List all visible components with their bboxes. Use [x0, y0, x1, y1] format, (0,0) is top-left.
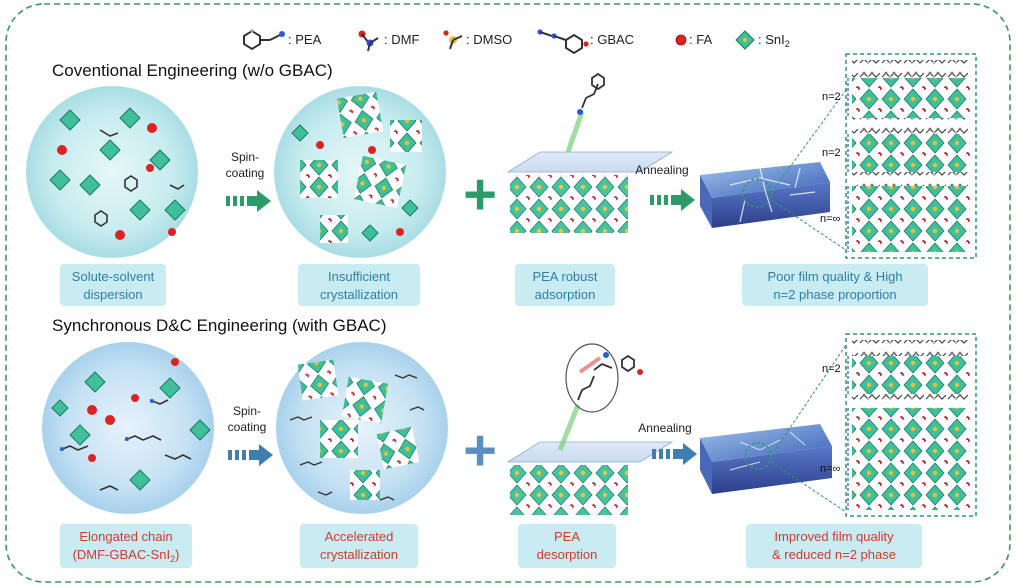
phase-structure-panel-1 [845, 53, 977, 259]
plus-sign-2: + [463, 418, 497, 483]
legend-label-dmf: : DMF [384, 32, 419, 47]
plus-sign-1: + [463, 162, 497, 227]
arrow-spin-coating-2 [228, 444, 273, 466]
caption-7-line2: desorption [537, 547, 598, 562]
poor-film-block [700, 89, 847, 251]
caption-4-line1: Poor film quality & High [767, 269, 902, 284]
caption-8-line2: & reduced n=2 phase [772, 547, 896, 562]
spin-coating-label-2b: coating [228, 420, 267, 434]
caption-1-line2: dispersion [83, 287, 142, 302]
caption-2-line1: Insufficient [328, 269, 390, 284]
elongated-chain-circle [42, 342, 214, 514]
accelerated-crystallization-circle [276, 342, 448, 514]
solute-solvent-circle [26, 86, 198, 258]
dmf-molecule-icon [358, 30, 379, 52]
arrow-annealing-2 [652, 443, 697, 465]
caption-3-line2: adsorption [535, 287, 596, 302]
fa-cation-icon [675, 34, 687, 46]
legend-label-dmso: : DMSO [466, 32, 512, 47]
caption-8-line1: Improved film quality [774, 529, 894, 544]
caption-6-line1: Accelerated [325, 529, 394, 544]
arrow-spin-coating-1 [226, 190, 271, 212]
phase-label-2a: n=2 [822, 363, 841, 375]
caption-2-line2: crystallization [320, 287, 398, 302]
phase-label-1a: n=2 [822, 91, 841, 103]
annealing-label-2: Annealing [638, 421, 691, 435]
caption-1-line1: Solute-solvent [72, 269, 155, 284]
legend-label-sni2: : SnI2 [758, 32, 790, 49]
sni2-octahedron-icon [735, 30, 755, 50]
legend: : PEA : DMF : DMSO : GBAC [243, 29, 790, 55]
pea-adsorption-substrate [506, 72, 674, 233]
caption-4-line2: n=2 phase proportion [773, 287, 896, 302]
caption-3-line1: PEA robust [532, 269, 597, 284]
dmso-molecule-icon [443, 30, 463, 50]
spin-coating-label-2a: Spin- [233, 404, 261, 418]
improved-film-block [700, 344, 847, 513]
spin-coating-label-1a: Spin- [231, 150, 259, 164]
spin-coating-label-1b: coating [226, 166, 265, 180]
phase-label-1c: n=∞ [820, 213, 840, 225]
phase-label-2b: n=∞ [820, 463, 840, 475]
conventional-caption-boxes [60, 264, 928, 306]
caption-5-line1: Elongated chain [79, 529, 172, 544]
legend-label-gbac: : GBAC [590, 32, 634, 47]
figure-frame [5, 3, 1011, 583]
annealing-label-1: Annealing [635, 163, 688, 177]
conventional-title: Coventional Engineering (w/o GBAC) [52, 61, 333, 80]
caption-7-line1: PEA [554, 529, 580, 544]
gbac-molecule-icon [537, 29, 589, 55]
legend-label-pea: : PEA [288, 32, 322, 47]
synchronous-title: Synchronous D&C Engineering (with GBAC) [52, 316, 386, 335]
arrow-annealing-1 [650, 189, 695, 211]
synchronous-caption-boxes [60, 524, 922, 568]
pea-molecule-icon [243, 29, 285, 51]
caption-5-line2: (DMF-GBAC-SnI2) [73, 547, 180, 564]
insufficient-crystallization-circle [274, 86, 446, 258]
caption-6-line2: crystallization [320, 547, 398, 562]
phase-label-1b: n=2 [822, 147, 841, 159]
legend-label-fa: : FA [689, 32, 712, 47]
pea-desorption-substrate [506, 343, 674, 515]
phase-structure-panel-2 [845, 333, 977, 517]
